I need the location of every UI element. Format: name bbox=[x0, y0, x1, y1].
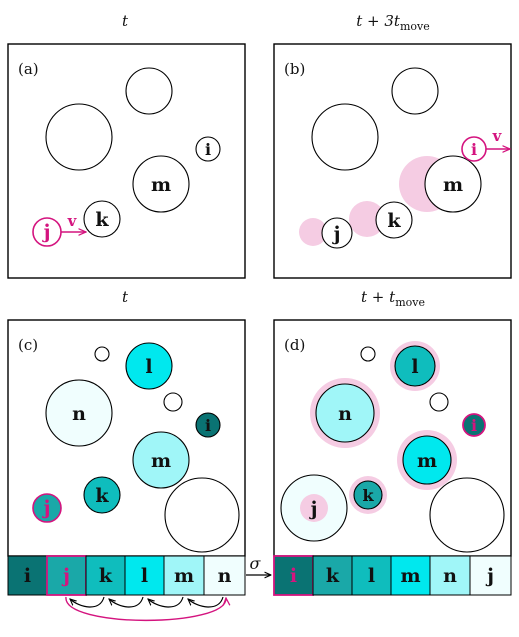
ball-k bbox=[375, 201, 413, 239]
time-label-d: t + tmove bbox=[361, 288, 425, 309]
velocity-label: v bbox=[492, 127, 503, 145]
ball-label-k: k bbox=[362, 486, 374, 505]
ball-label-j: j bbox=[42, 497, 51, 519]
seq-cell-label: l bbox=[141, 565, 148, 587]
velocity-label: v bbox=[67, 212, 78, 230]
panel-d: t + tmove (d) l n i m k j bbox=[273, 288, 512, 557]
ball-label-i: i bbox=[205, 416, 211, 435]
ball-i bbox=[195, 412, 221, 438]
panel-tag-d: (d) bbox=[284, 336, 305, 354]
seq-cell-label: n bbox=[218, 565, 232, 587]
shift-arrow bbox=[109, 596, 144, 608]
ball-label-m: m bbox=[151, 174, 171, 196]
ball-unlabeled bbox=[94, 346, 110, 362]
seq-cell-label: j bbox=[485, 565, 494, 587]
panel-a: t (a) i m k j v bbox=[7, 12, 246, 279]
seq-cell-label: m bbox=[174, 565, 194, 587]
ball-m bbox=[132, 155, 190, 213]
ball-unlabeled bbox=[429, 477, 505, 553]
ball-label-m: m bbox=[443, 174, 463, 196]
trail-circle bbox=[349, 201, 385, 237]
seq-cell bbox=[203, 555, 246, 596]
ball-m bbox=[402, 435, 452, 485]
panel-b: t + 3tmove (b) m k j i v bbox=[273, 12, 512, 279]
ball-label-n: n bbox=[338, 403, 352, 425]
ball-unlabeled bbox=[311, 103, 379, 171]
sigma-label: σ bbox=[250, 554, 262, 573]
ball-unlabeled bbox=[164, 477, 240, 553]
trail-circle bbox=[299, 218, 327, 246]
ball-l bbox=[125, 342, 173, 390]
ball-label-k: k bbox=[387, 210, 401, 232]
ball-label-m: m bbox=[151, 450, 171, 472]
seq-cell-label: i bbox=[24, 565, 31, 587]
time-label-b: t + 3tmove bbox=[356, 12, 430, 33]
seq-cell-label: j bbox=[61, 565, 70, 587]
seq-cell-label: l bbox=[368, 565, 375, 587]
ball-label-j: j bbox=[309, 498, 318, 520]
ball-unlabeled bbox=[429, 392, 449, 412]
panel-c: t (c) l n i m k j bbox=[7, 288, 246, 557]
seq-cell-label: m bbox=[400, 565, 420, 587]
ball-n bbox=[45, 379, 113, 447]
ball-unlabeled bbox=[45, 103, 113, 171]
seq-cell bbox=[163, 555, 205, 596]
seq-cell bbox=[390, 555, 431, 596]
ball-l bbox=[394, 345, 436, 387]
seq-cell bbox=[469, 555, 512, 596]
seq-cell-label: i bbox=[290, 565, 297, 587]
seq-cell bbox=[124, 555, 165, 596]
sequence-c: i j k l m n bbox=[7, 555, 246, 622]
shift-arrow bbox=[70, 596, 105, 608]
seq-cell-label: k bbox=[326, 565, 340, 587]
ball-label-j: j bbox=[42, 221, 51, 243]
ball-unlabeled bbox=[391, 67, 439, 115]
ball-label-i: i bbox=[205, 140, 211, 159]
ball-label-n: n bbox=[72, 403, 86, 425]
ball-unlabeled bbox=[125, 67, 173, 115]
ball-k bbox=[83, 476, 121, 514]
wrap-arrow bbox=[65, 597, 226, 622]
shift-arrow bbox=[148, 596, 184, 608]
ball-label-l: l bbox=[145, 356, 152, 378]
ball-i bbox=[195, 136, 221, 162]
ball-unlabeled bbox=[163, 392, 183, 412]
panel-tag-a: (a) bbox=[18, 60, 39, 78]
time-label-c: t bbox=[122, 288, 129, 306]
panel-tag-c: (c) bbox=[18, 336, 38, 354]
ball-n bbox=[315, 383, 375, 443]
ball-k bbox=[353, 480, 383, 510]
ball-j bbox=[321, 217, 353, 249]
ball-label-k: k bbox=[95, 209, 109, 231]
seq-cell bbox=[312, 555, 353, 596]
seq-cell bbox=[351, 555, 392, 596]
ball-i bbox=[462, 413, 486, 437]
seq-cell-label: k bbox=[99, 565, 113, 587]
panel-tag-b: (b) bbox=[284, 60, 305, 78]
ball-m bbox=[132, 431, 190, 489]
ball-k bbox=[83, 200, 121, 238]
ball-label-m: m bbox=[417, 450, 437, 472]
ball-label-l: l bbox=[411, 356, 418, 378]
ball-label-i: i bbox=[471, 140, 477, 159]
time-label-a: t bbox=[122, 12, 129, 30]
seq-cell bbox=[85, 555, 126, 596]
ball-j bbox=[32, 493, 62, 523]
seq-cell-label: n bbox=[443, 565, 457, 587]
ball-j bbox=[300, 494, 328, 522]
ball-label-k: k bbox=[95, 485, 109, 507]
ball-m bbox=[424, 155, 482, 213]
shift-arrow bbox=[188, 596, 224, 608]
seq-cell bbox=[7, 555, 48, 596]
ball-label-i: i bbox=[471, 416, 477, 435]
seq-cell bbox=[46, 555, 87, 596]
ball-unlabeled bbox=[360, 346, 376, 362]
sequence-d: i k l m n j bbox=[273, 555, 512, 596]
ball-label-j: j bbox=[332, 223, 341, 245]
